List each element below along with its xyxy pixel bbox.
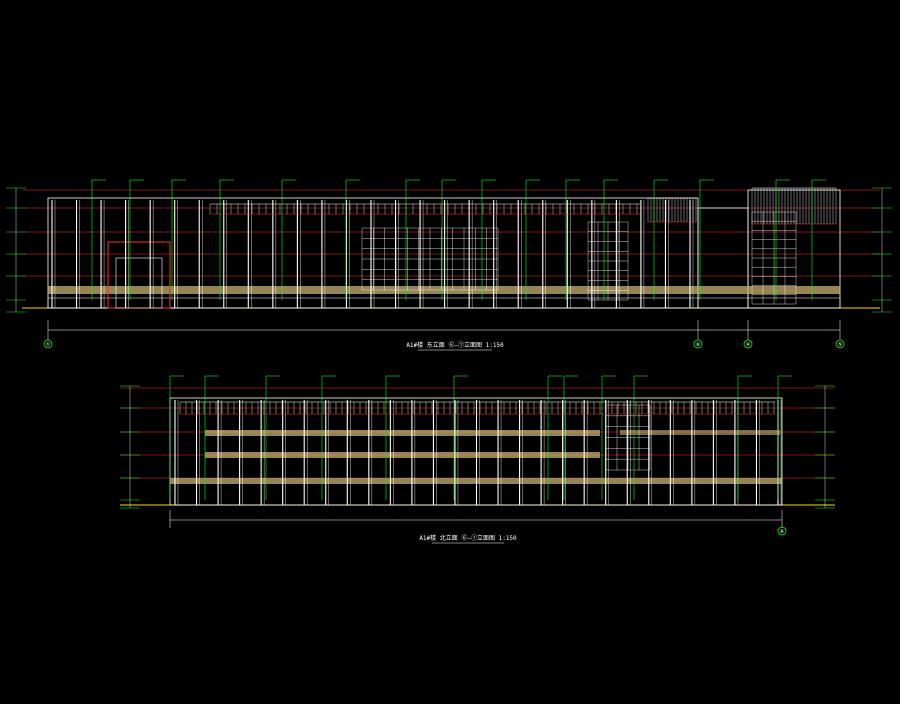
facade-band xyxy=(205,452,600,458)
curtain-wall xyxy=(605,404,651,471)
curtain-wall xyxy=(361,227,499,291)
axis-label: ⑥ xyxy=(780,529,785,535)
axis-bubble xyxy=(777,526,787,536)
curtain-wall xyxy=(751,211,797,305)
roof-railing xyxy=(209,187,837,225)
drawing-title: A1#楼 东立面 ⑥—①立面图 1:150 xyxy=(406,341,504,349)
axis-bubble xyxy=(743,339,753,349)
level-marks xyxy=(120,385,835,509)
facade-band xyxy=(205,430,600,436)
axis-label: ④ xyxy=(746,342,751,348)
column-grid xyxy=(174,400,782,505)
axis-label: ① xyxy=(46,342,51,348)
roof-railing xyxy=(179,401,775,415)
axis-bubble xyxy=(43,339,53,349)
top-elevation: ① ⑥ ④ ⑤ A1#楼 东立面 ⑥—①立面图 1:150 xyxy=(6,179,892,351)
axis-bubble xyxy=(835,339,845,349)
column-grid xyxy=(51,200,694,308)
shopfront xyxy=(47,297,841,309)
bottom-elevation: ⑥ A1#楼 北立面 ⑥—①立面图 1:150 xyxy=(120,375,835,544)
callout-leaders xyxy=(169,375,792,500)
facade-band xyxy=(620,430,780,435)
axis-bubble xyxy=(693,339,703,349)
level-marks xyxy=(6,187,892,313)
drawing-title: A1#楼 北立面 ⑥—①立面图 1:150 xyxy=(419,534,517,542)
axis-label: ⑥ xyxy=(696,342,701,348)
entrance-door xyxy=(115,257,163,309)
callout-leaders xyxy=(91,179,826,300)
axis-label: ⑤ xyxy=(838,342,843,348)
